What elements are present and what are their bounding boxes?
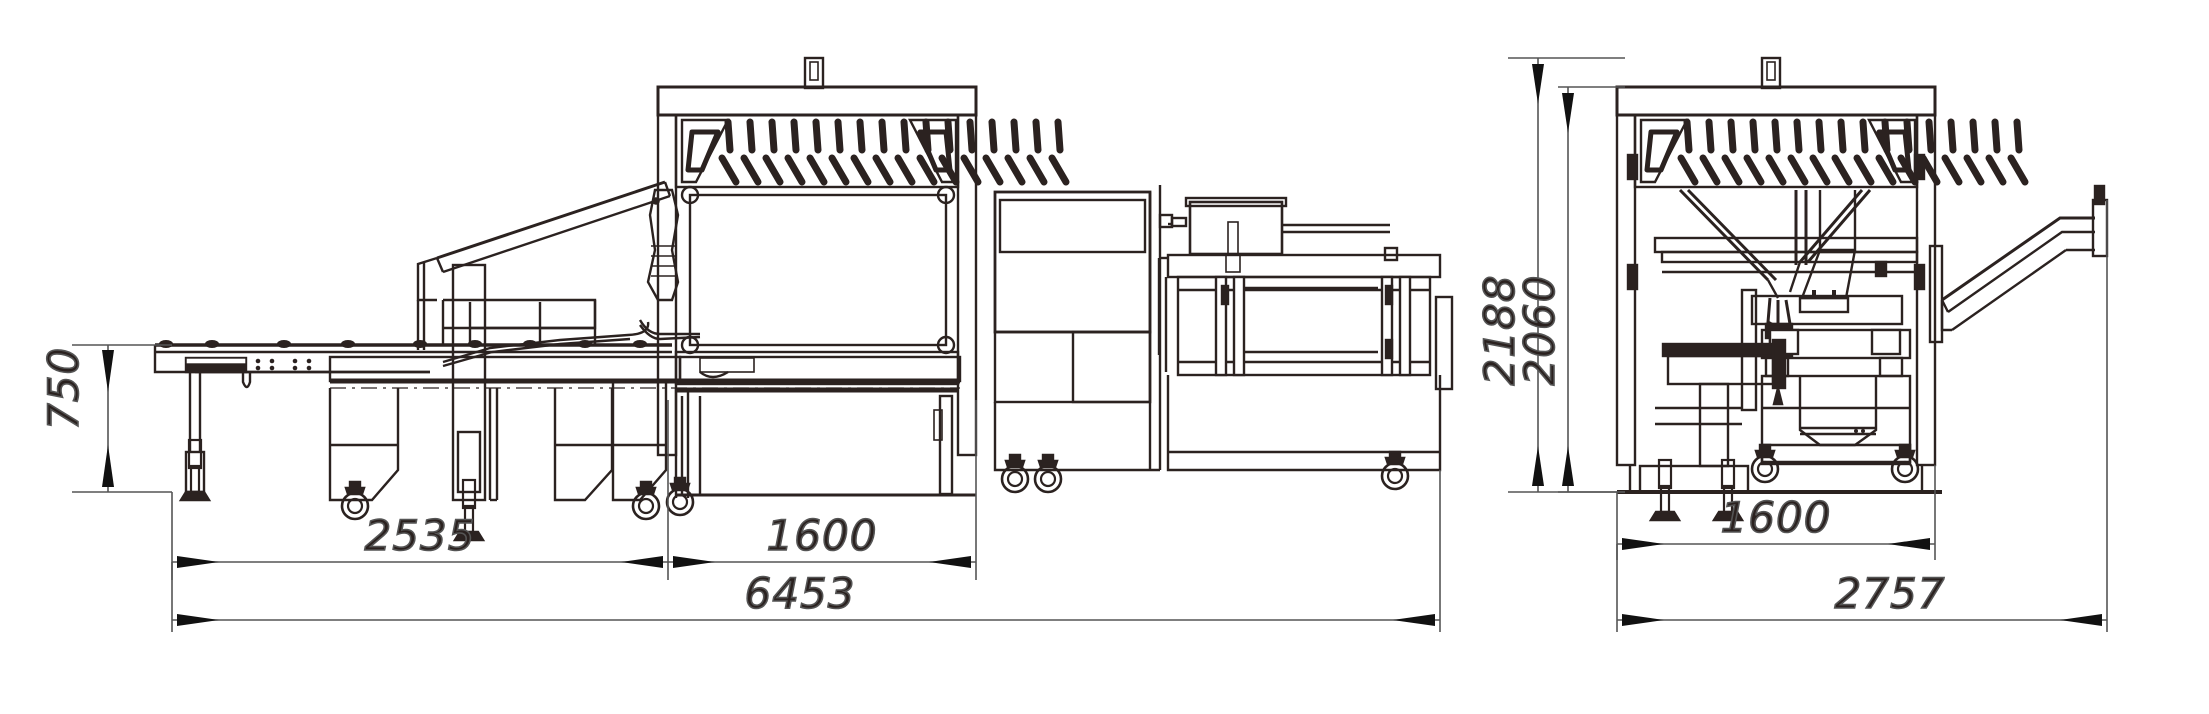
front-view (1615, 56, 2109, 522)
front-view-infeed-head (1638, 338, 1787, 522)
dim-2188-label: 2188 (1475, 275, 1524, 386)
dim-2535-label: 2535 (365, 511, 476, 560)
dim-2757-label: 2757 (1835, 569, 1946, 618)
carton-magazine-module (1157, 196, 1454, 491)
dim-2060-label: 2060 (1515, 275, 1564, 386)
dim-750: 750 (38, 344, 172, 493)
dim-2060: 2060 (1514, 86, 1625, 493)
electrical-cabinet (993, 185, 1162, 494)
dim-1600-front: 1600 (1616, 465, 1936, 560)
front-view-outfeed-chute (1928, 184, 2109, 344)
dim-2535: 2535 (171, 400, 669, 580)
dim-6453: 6453 (171, 470, 1441, 632)
sloped-guard-chute (416, 180, 701, 368)
dim-1600-side-label: 1600 (767, 511, 878, 560)
dim-1600-front-label: 1600 (1721, 493, 1832, 542)
infeed-conveyor (153, 340, 672, 502)
dim-1600-side: 1600 (668, 400, 977, 580)
dim-2757: 2757 (1616, 200, 2108, 632)
dimension-layer: 750 2535 1600 6453 (38, 57, 2108, 632)
dim-6453-label: 6453 (745, 569, 856, 618)
side-view (153, 56, 1454, 542)
center-support-post (451, 263, 487, 542)
main-machine-frame (656, 56, 1066, 517)
dim-750-label: 750 (39, 347, 88, 430)
